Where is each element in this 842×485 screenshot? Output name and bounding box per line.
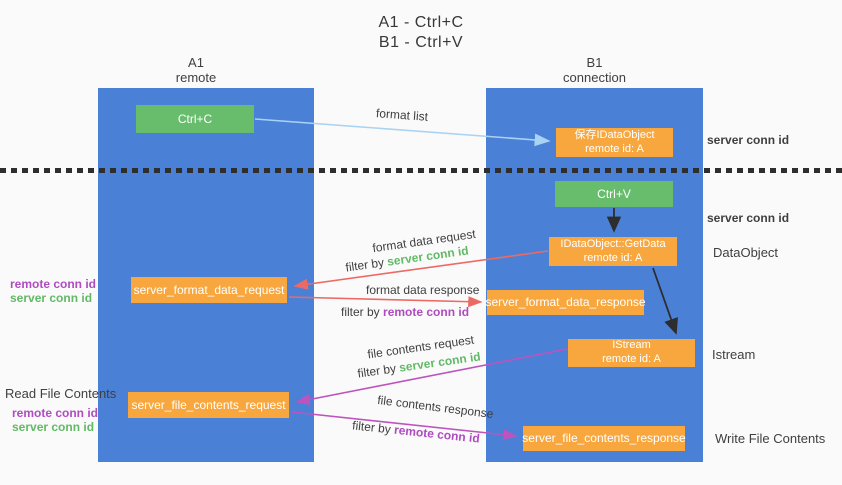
- file-contents-response-label: file contents response: [376, 392, 495, 422]
- save-dataobject-line1: 保存IDataObject: [574, 128, 655, 141]
- filter-by-text: filter by: [351, 418, 392, 437]
- server-format-data-request-node: server_format_data_request: [131, 277, 287, 303]
- remote-conn-id-text: remote conn id: [12, 406, 99, 420]
- format-data-response-arrow: [288, 296, 483, 308]
- conn-id-stack-mid: remote conn id server conn id: [10, 277, 97, 306]
- ctrl-v-label: Ctrl+V: [597, 186, 631, 201]
- server-conn-id-text: server conn id: [10, 291, 93, 306]
- read-file-contents-annotation: Read File Contents: [5, 386, 117, 401]
- column-a1-id: A1: [188, 55, 204, 70]
- server-format-data-response-node: server_format_data_response: [485, 290, 646, 315]
- istream-node: IStream remote id: A: [568, 339, 695, 367]
- save-dataobject-line2: remote id: A: [585, 142, 644, 155]
- filter-by-text: filter by: [341, 305, 380, 319]
- write-file-contents-annotation: Write File Contents: [715, 431, 826, 446]
- remote-conn-id-text: remote conn id: [10, 277, 97, 291]
- save-dataobject-node: 保存IDataObject remote id: A: [556, 128, 673, 157]
- server-format-data-request-label: server_format_data_request: [133, 282, 285, 297]
- istream-node-line1: IStream: [612, 339, 651, 352]
- filter-by-text: filter by: [356, 361, 397, 381]
- title-line-1: A1 - Ctrl+C: [378, 14, 464, 31]
- format-data-response-label: format data response: [366, 283, 480, 297]
- ctrl-c-label: Ctrl+C: [177, 111, 213, 126]
- server-conn-id-annotation-top: server conn id: [707, 133, 790, 147]
- filter-by-remote-conn-id-label-2: filter by remote conn id: [352, 418, 481, 445]
- server-format-data-response-label: server_format_data_response: [485, 295, 646, 309]
- istream-annotation: Istream: [712, 347, 756, 362]
- dataobject-annotation: DataObject: [713, 245, 779, 260]
- server-conn-id-text: server conn id: [12, 420, 95, 435]
- remote-conn-id-text: remote conn id: [393, 422, 481, 446]
- server-conn-id-annotation-mid: server conn id: [707, 211, 790, 225]
- istream-node-line2: remote id: A: [602, 353, 661, 365]
- server-file-contents-response-node: server_file_contents_response: [522, 426, 686, 451]
- filter-by-remote-conn-id-label-1: filter by remote conn id: [341, 305, 469, 319]
- getdata-line2: remote id: A: [583, 251, 643, 264]
- column-header-b1: B1 connection: [486, 55, 703, 86]
- server-file-contents-request-label: server_file_contents_request: [131, 397, 286, 412]
- session-divider-dotted-line: [0, 168, 842, 173]
- getdata-node: IDataObject::GetData remote id: A: [549, 237, 677, 266]
- filter-by-text: filter by: [344, 255, 385, 275]
- format-list-label: format list: [375, 106, 429, 124]
- ctrl-v-node: Ctrl+V: [555, 181, 673, 207]
- ctrl-c-node: Ctrl+C: [136, 105, 254, 133]
- column-header-a1: A1 remote: [88, 55, 304, 86]
- column-b1-id: B1: [586, 55, 603, 70]
- column-a1-name: remote: [175, 69, 217, 85]
- server-file-contents-request-node: server_file_contents_request: [128, 392, 289, 418]
- remote-conn-id-text: remote conn id: [383, 305, 470, 319]
- diagram-title: A1 - Ctrl+C B1 - Ctrl+V: [0, 13, 842, 53]
- title-line-2: B1 - Ctrl+V: [378, 34, 464, 51]
- server-file-contents-response-label: server_file_contents_response: [522, 431, 686, 445]
- column-b1-name: connection: [563, 69, 626, 85]
- getdata-line1: IDataObject::GetData: [560, 237, 666, 250]
- conn-id-stack-bottom: remote conn id server conn id: [12, 406, 99, 435]
